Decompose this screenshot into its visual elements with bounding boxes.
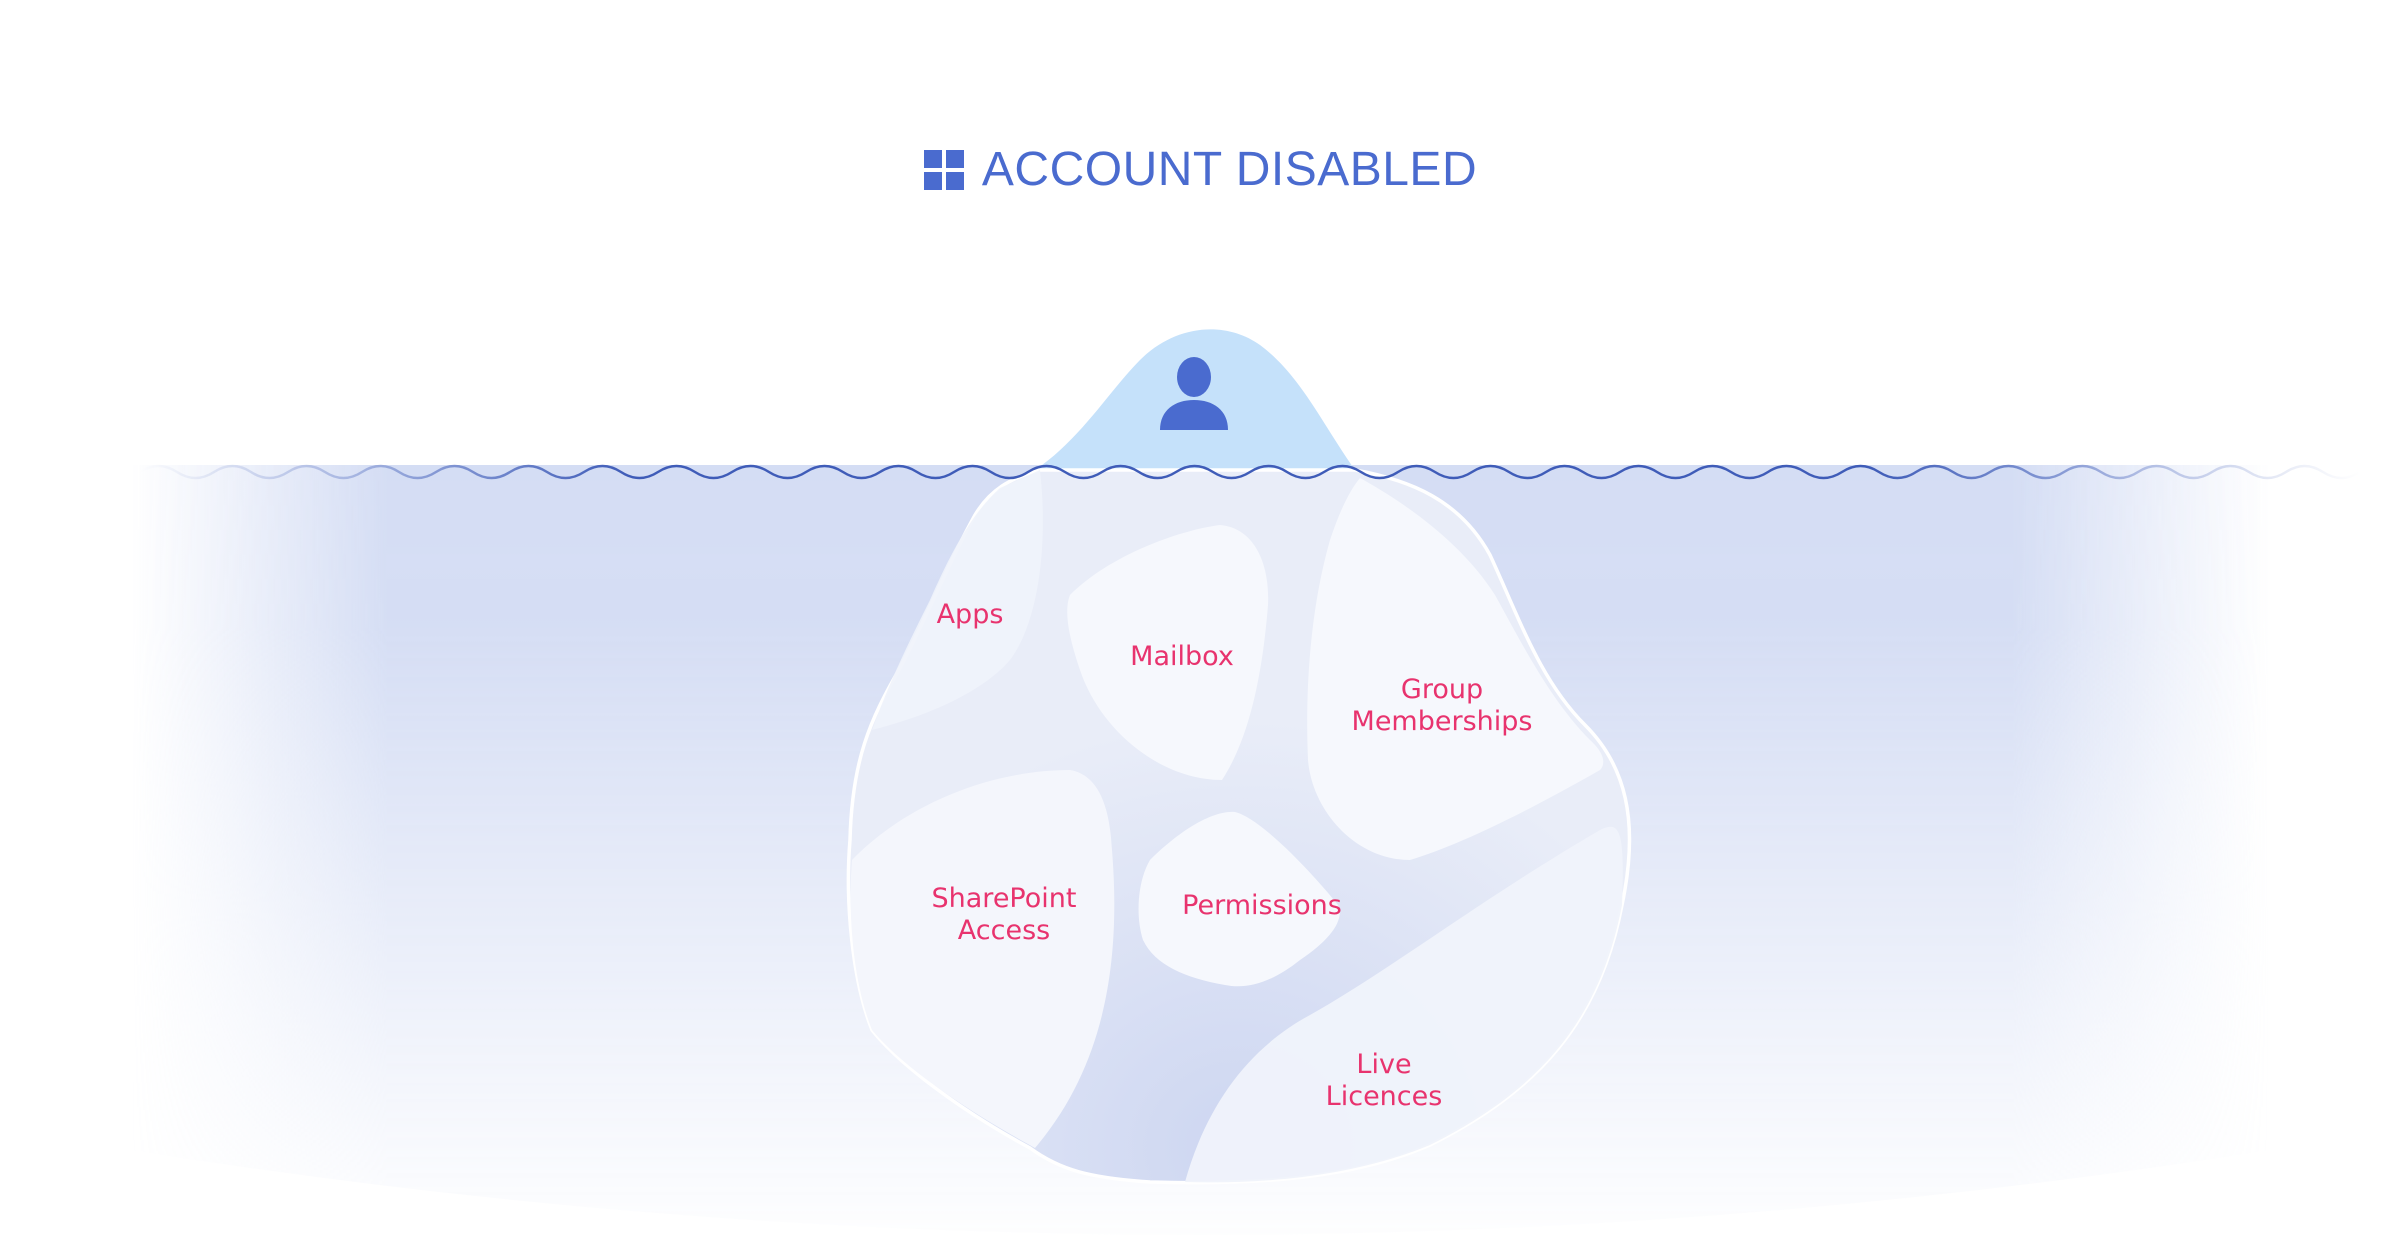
label-permissions: Permissions [1182,890,1342,921]
facet-permissions [1138,811,1340,987]
label-mailbox: Mailbox [1130,641,1234,672]
diagram-title: ACCOUNT DISABLED [0,140,2401,200]
label-sharepoint-access: SharePoint Access [931,883,1077,946]
facet-group [1307,478,1604,860]
windows-logo-icon [923,150,964,190]
facet-apps [872,470,1043,730]
label-apps: Apps [936,599,1004,630]
facet-sharepoint [850,770,1115,1148]
user-icon [1160,357,1228,430]
label-group-memberships: Group Memberships [1351,674,1533,737]
label-live-licences: Live Licences [1325,1049,1443,1112]
water-surface-wave [139,464,2361,480]
facet-licences [1185,826,1623,1183]
iceberg-tip [1035,329,1355,470]
facet-mailbox [1067,525,1269,780]
title-text: ACCOUNT DISABLED [981,143,1478,196]
